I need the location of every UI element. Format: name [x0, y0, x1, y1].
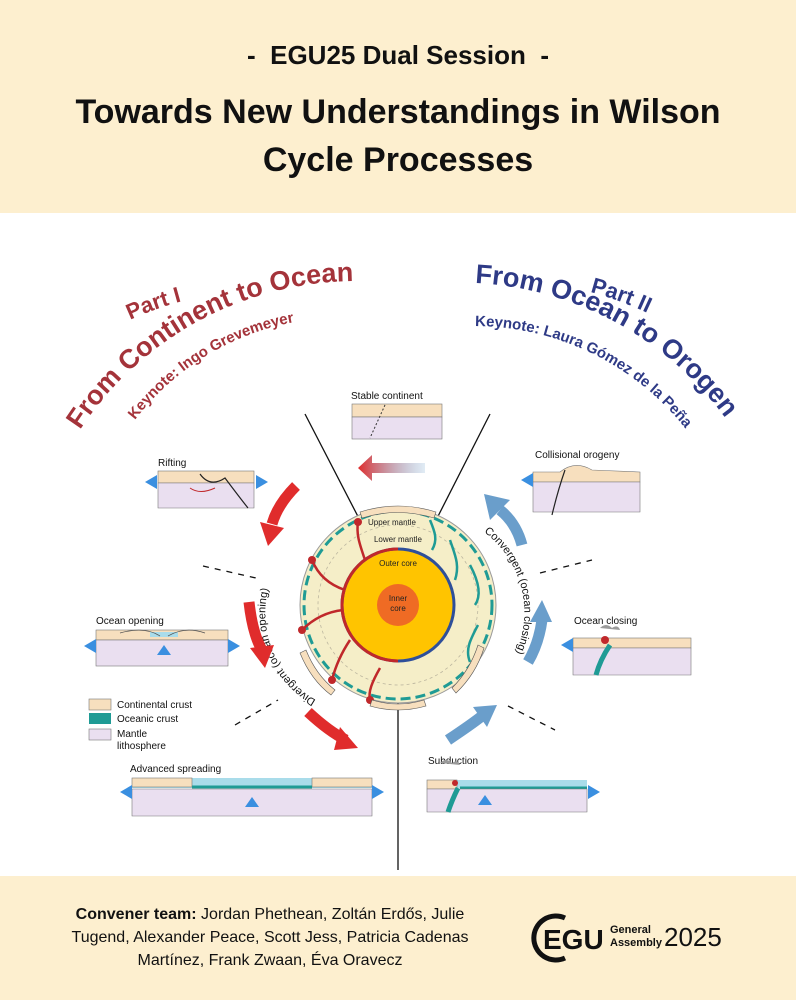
inner-core-label-1: Inner	[389, 594, 408, 603]
subducting-slabs-right	[428, 519, 480, 663]
egu-logo-general: General	[610, 924, 651, 936]
red-arrowhead-1	[260, 522, 284, 546]
legend-swatch-continental	[88, 698, 112, 711]
legend: Continental crust Oceanic crust Mantle l…	[88, 698, 192, 752]
red-arrowhead-2	[250, 645, 274, 668]
upper-mantle-label: Upper mantle	[368, 518, 417, 527]
legend-continental: Continental crust	[117, 700, 192, 711]
egu-logo-arc-icon	[531, 913, 567, 963]
convener-team: Convener team: Jordan Phethean, Zoltán E…	[60, 903, 480, 972]
egu-logo-letters: EGU	[543, 924, 604, 955]
svg-text:Subduction: Subduction	[428, 756, 478, 767]
header-band	[0, 0, 796, 213]
egu-logo-assembly: Assembly	[610, 937, 663, 949]
plume-heads-left	[298, 518, 374, 704]
svg-text:Rifting: Rifting	[158, 458, 186, 469]
surface-plates	[299, 505, 485, 711]
stage-rifting: Rifting	[145, 458, 268, 509]
part1-heading: Part I From Continent to Ocean Keynote: …	[60, 257, 354, 433]
svg-text:Advanced spreading: Advanced spreading	[130, 764, 221, 775]
stage-ocean-closing: Ocean closing	[561, 616, 692, 676]
legend-oceanic: Oceanic crust	[117, 714, 178, 725]
svg-text:Stable continent: Stable continent	[351, 391, 423, 402]
legend-mantle-1: Mantle	[117, 729, 147, 740]
stage-subduction: Subduction	[426, 756, 600, 813]
blue-arrow-1	[444, 711, 486, 745]
page-title: Towards New Understandings in Wilson Cyc…	[75, 93, 721, 179]
svg-text:Ocean opening: Ocean opening	[96, 616, 164, 627]
red-arrow-1	[266, 482, 300, 526]
session-label: - EGU25 Dual Session -	[247, 40, 549, 70]
svg-text:Collisional orogeny: Collisional orogeny	[535, 450, 620, 461]
part2-heading: Part II From Ocean to Orogen Keynote: La…	[475, 259, 745, 432]
top-transition-arrow	[358, 455, 425, 481]
blue-arrowhead-1	[473, 705, 497, 727]
part2-keynote: Keynote: Laura Gómez de la Peña	[475, 313, 696, 432]
blue-arrowhead-3	[484, 494, 510, 520]
convener-names: Jordan Phethean, Zoltán Erdős, Julie Tug…	[71, 906, 469, 969]
legend-swatch-oceanic	[89, 713, 111, 724]
stage-collisional-orogeny: Collisional orogeny	[521, 450, 641, 516]
red-arrowhead-3	[334, 727, 358, 750]
outer-core-label: Outer core	[379, 559, 417, 568]
convener-label: Convener team:	[75, 906, 197, 923]
legend-mantle-2: lithosphere	[117, 741, 166, 752]
blue-arrowhead-2	[530, 600, 552, 622]
stage-ocean-opening: Ocean opening	[84, 616, 240, 667]
inner-core-label-2: core	[390, 604, 406, 613]
blue-arrow-3	[496, 505, 528, 547]
egu-logo: EGU General Assembly 2025	[531, 913, 722, 963]
cycle-arrows	[243, 455, 552, 750]
egu-logo-year: 2025	[664, 922, 722, 952]
lower-mantle-label: Lower mantle	[374, 535, 423, 544]
svg-text:Ocean closing: Ocean closing	[574, 616, 637, 627]
legend-swatch-mantle	[88, 728, 112, 741]
footer-band	[0, 876, 796, 1000]
earth-cross-section: Inner core Outer core Lower mantle Upper…	[256, 505, 533, 711]
stage-advanced-spreading: Advanced spreading	[120, 764, 384, 817]
stage-stable-continent: Stable continent	[351, 391, 443, 440]
blue-arrow-2	[523, 619, 548, 665]
